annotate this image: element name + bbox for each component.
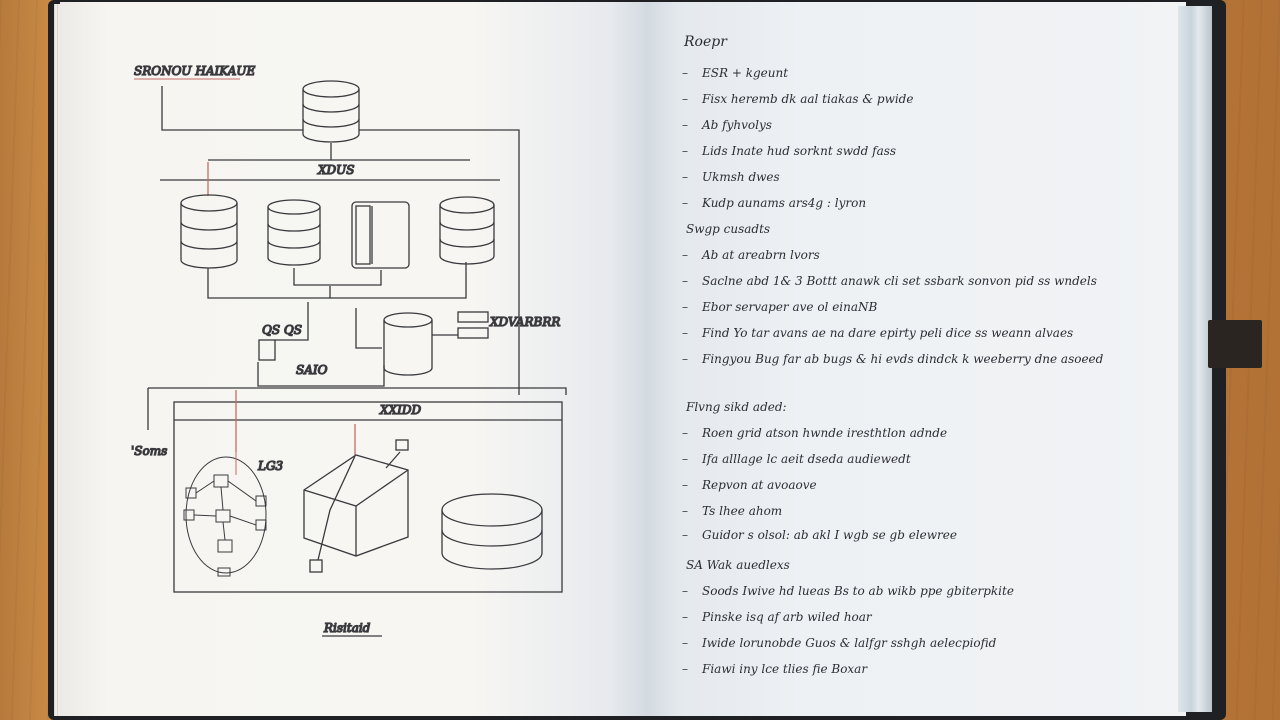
cluster-label: LG3 bbox=[257, 459, 284, 473]
list-item: –Find Yo tar avans ae na dare epirty pel… bbox=[682, 326, 1074, 340]
database-icon-1 bbox=[180, 194, 238, 269]
node-cluster-icon bbox=[183, 452, 267, 577]
middle-label-left: QS QS bbox=[262, 323, 302, 337]
diagram-footer: Risitaid bbox=[323, 621, 371, 635]
page-stack-left bbox=[54, 4, 64, 716]
list-item: –Fiawi iny lce tlies fie Boxar bbox=[682, 662, 868, 676]
list-item: –Kudp aunams ars4g : lyron bbox=[682, 196, 867, 210]
bookmark-ribbon bbox=[1208, 320, 1262, 368]
database-icon-3 bbox=[439, 196, 495, 265]
list-item: –Ukmsh dwes bbox=[682, 170, 780, 184]
page-stack-right bbox=[1178, 6, 1212, 712]
list-item: –Ab fyhvolys bbox=[682, 118, 772, 132]
middle-database-icon bbox=[383, 312, 433, 376]
server-cabinet-icon bbox=[351, 201, 410, 269]
list-item: –Guidor s olsol: ab akl I wgb se gb elew… bbox=[682, 528, 957, 542]
list-item: –Roen grid atson hwnde iresthtlon adnde bbox=[682, 426, 948, 440]
system-panel bbox=[173, 401, 563, 593]
list-item: –Iwide lorunobde Guos & lalfgr sshgh ael… bbox=[682, 636, 997, 650]
list-item: –Ab at areabrn lvors bbox=[682, 248, 820, 262]
panel-title: XXIDD bbox=[379, 403, 421, 417]
list-item: –Repvon at avoaove bbox=[682, 478, 817, 492]
section-heading: SA Wak auedlexs bbox=[686, 558, 790, 572]
section-heading: Flvng sikd aded: bbox=[686, 400, 787, 414]
list-item: –Pinske isq af arb wiled hoar bbox=[682, 610, 872, 624]
list-item: –ESR + kgeunt bbox=[682, 66, 789, 80]
panel-database-icon bbox=[441, 493, 543, 570]
diagram-header: SRONOU HAIKAUE bbox=[134, 64, 255, 78]
list-item: –Ifa alllage lc aeit dseda audiewedt bbox=[682, 452, 911, 466]
left-page bbox=[60, 2, 646, 716]
list-item: –Ts lhee ahom bbox=[682, 504, 783, 518]
section-heading: Swgp cusadts bbox=[686, 222, 771, 236]
list-item: –Saclne abd 1& 3 Bottt anawk cli set ssb… bbox=[682, 274, 1097, 288]
list-item: –Fisx heremb dk aal tiakas & pwide bbox=[682, 92, 914, 106]
side-label: 'Soms bbox=[131, 444, 167, 458]
middle-label-right: XDVARBRR bbox=[489, 315, 560, 329]
notes-title: Roepr bbox=[684, 34, 727, 50]
database-icon-2 bbox=[267, 199, 321, 266]
right-page bbox=[646, 2, 1186, 716]
list-item: –Soods Iwive hd lueas Bs to ab wikb ppe … bbox=[682, 584, 1014, 598]
list-item: –Ebor servaper ave ol einaNB bbox=[682, 300, 878, 314]
bus-label: SAIO bbox=[296, 363, 328, 377]
storage-cube-icon bbox=[303, 439, 409, 573]
list-item: –Lids Inate hud sorknt swdd fass bbox=[682, 144, 897, 158]
list-item: –Fingyou Bug far ab bugs & hi evds dindc… bbox=[682, 352, 1104, 366]
db-bus-label: XDUS bbox=[317, 163, 355, 177]
top-database-icon bbox=[302, 80, 360, 143]
